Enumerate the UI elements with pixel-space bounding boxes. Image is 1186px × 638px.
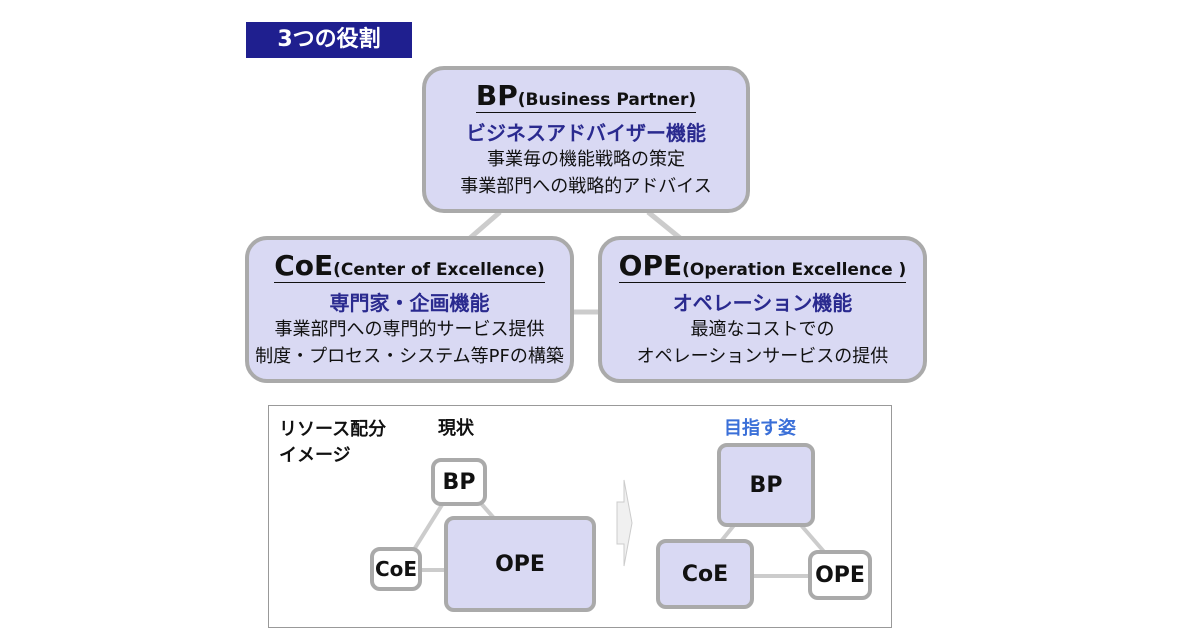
resource-allocation-panel (268, 405, 892, 628)
coe-role-box: CoE(Center of Excellence) 専門家・企画機能 事業部門へ… (245, 236, 574, 383)
coe-function: 専門家・企画機能 (329, 291, 490, 316)
ope-abbr: OPE (618, 249, 683, 282)
coe-desc-line-2: 制度・プロセス・システム等PFの構築 (255, 346, 564, 368)
target-bp-box: BP (717, 443, 815, 527)
target-ope-box: OPE (808, 550, 872, 600)
bp-ope-connector (646, 210, 682, 240)
current-ope-box: OPE (444, 516, 596, 612)
current-bp-coe-connector (408, 498, 447, 558)
target-bp-ope-connector (798, 522, 828, 556)
bp-abbr: BP (475, 79, 518, 112)
ope-desc-line-1: 最適なコストでの (690, 319, 835, 341)
target-state-heading: 目指す姿 (724, 418, 796, 439)
coe-heading: CoE(Center of Excellence) (249, 249, 570, 284)
ope-function: オペレーション機能 (672, 291, 853, 316)
transition-arrow-icon (616, 479, 633, 567)
allocation-label-line-1: リソース配分 (279, 419, 387, 440)
current-state-heading: 現状 (438, 418, 474, 439)
coe-full-name: (Center of Excellence) (333, 260, 545, 280)
ope-full-name: (Operation Excellence ) (682, 260, 907, 280)
coe-abbr: CoE (274, 249, 334, 282)
bp-desc-line-1: 事業毎の機能戦略の策定 (487, 149, 685, 171)
coe-desc-line-1: 事業部門への専門的サービス提供 (274, 319, 545, 341)
allocation-label: リソース配分 イメージ (279, 417, 386, 469)
page-title: 3つの役割 (246, 22, 412, 58)
bp-coe-connector (468, 210, 502, 240)
bp-full-name: (Business Partner) (517, 90, 697, 110)
ope-desc-line-2: オペレーションサービスの提供 (636, 346, 889, 368)
allocation-label-line-2: イメージ (279, 445, 351, 466)
bp-function: ビジネスアドバイザー機能 (466, 121, 706, 146)
current-coe-box: CoE (370, 547, 422, 591)
bp-heading: BP(Business Partner) (426, 79, 746, 114)
ope-heading: OPE(Operation Excellence ) (602, 249, 923, 284)
ope-role-box: OPE(Operation Excellence ) オペレーション機能 最適な… (598, 236, 927, 383)
target-coe-box: CoE (656, 539, 754, 609)
bp-desc-line-2: 事業部門への戦略的アドバイス (460, 176, 712, 198)
bp-role-box: BP(Business Partner) ビジネスアドバイザー機能 事業毎の機能… (422, 66, 750, 213)
current-bp-box: BP (431, 458, 487, 506)
